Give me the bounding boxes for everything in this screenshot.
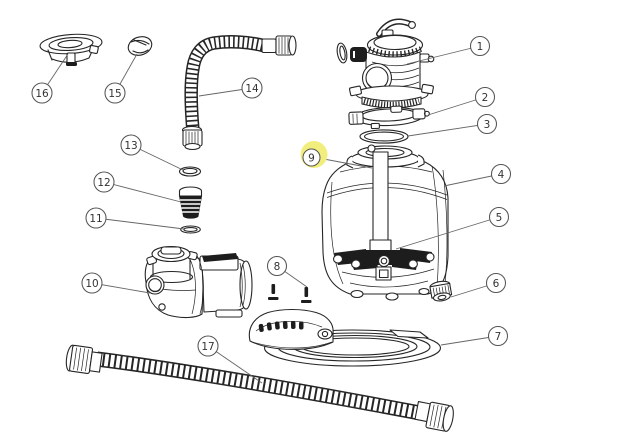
- part-threaded-adapter: [178, 186, 203, 219]
- callout-circle: [476, 113, 498, 135]
- part-cap: [127, 36, 153, 56]
- callout-6: 6: [450, 272, 507, 298]
- callout-1: 1: [406, 35, 491, 65]
- callout-circle: [241, 77, 263, 99]
- callout-circle: [485, 272, 507, 294]
- callout-number: 14: [245, 83, 259, 95]
- callout-circle: [487, 325, 509, 347]
- callout-12: 12: [93, 171, 182, 203]
- part-pump: [144, 245, 253, 319]
- hose-nut: [181, 125, 203, 151]
- part-lateral-assembly: [332, 248, 435, 281]
- part-base: [248, 308, 442, 367]
- callout-number: 15: [108, 88, 121, 100]
- callout-number: 16: [35, 88, 49, 100]
- callout-7: 7: [440, 325, 509, 347]
- callout-16: 16: [31, 53, 69, 104]
- screw: [301, 287, 312, 303]
- callout-circle: [120, 134, 142, 156]
- callout-11: 11: [85, 207, 185, 230]
- callout-number: 11: [89, 213, 102, 225]
- callout-number: 1: [477, 41, 484, 53]
- callout-circle: [474, 86, 496, 108]
- callout-circle: [302, 148, 321, 167]
- callout-9: 9: [300, 141, 373, 169]
- callout-circle: [85, 207, 107, 229]
- part-screws: [268, 284, 312, 303]
- valve-small-oring: [336, 42, 348, 64]
- part-flange-clamp: [348, 105, 430, 130]
- callout-circle: [490, 163, 512, 185]
- callout-2: 2: [427, 86, 496, 116]
- callout-circle: [81, 272, 103, 294]
- callout-number: 2: [482, 92, 489, 104]
- callout-circle: [31, 82, 53, 104]
- callout-10: 10: [81, 272, 151, 294]
- hose-nut: [65, 344, 103, 374]
- callout-3: 3: [407, 113, 498, 137]
- pump-strainer-pot: [146, 245, 198, 284]
- callout-number: 4: [498, 169, 505, 181]
- callout-number: 5: [496, 212, 503, 224]
- callout-circle: [104, 82, 126, 104]
- part-standpipe: [367, 144, 392, 254]
- valve-side-knob: [350, 47, 367, 62]
- callout-circle: [197, 335, 219, 357]
- callout-number: 9: [308, 153, 315, 165]
- part-small-oring: [180, 225, 201, 234]
- part-strainer-connector: [39, 33, 103, 66]
- callout-14: 14: [198, 77, 263, 99]
- part-drain-cap: [429, 280, 453, 302]
- callout-number: 3: [484, 119, 491, 131]
- part-tank-oring: [359, 129, 409, 144]
- valve-handle-knob: [408, 21, 416, 29]
- screw: [268, 284, 279, 300]
- callout-number: 6: [493, 278, 500, 290]
- callout-number: 13: [124, 140, 137, 152]
- callout-number: 17: [201, 341, 214, 353]
- callout-circle: [469, 35, 491, 57]
- callouts: 1 2 3 4 5 6 7: [31, 35, 512, 384]
- callout-13: 13: [120, 134, 184, 171]
- callout-5: 5: [395, 206, 510, 250]
- base-pump-mount: [248, 308, 334, 350]
- callout-15: 15: [104, 53, 138, 104]
- part-elbow-hose: [181, 35, 297, 151]
- part-washer: [178, 166, 202, 177]
- hose-sleeve: [261, 35, 297, 56]
- callout-number: 12: [97, 177, 110, 189]
- callout-circle: [266, 255, 288, 277]
- part-multiport-valve: [349, 18, 435, 117]
- callout-number: 10: [85, 278, 98, 290]
- callout-4: 4: [443, 163, 512, 187]
- callout-17: 17: [197, 335, 263, 384]
- callout-circle: [488, 206, 510, 228]
- callout-circle: [93, 171, 115, 193]
- callout-8: 8: [266, 255, 308, 288]
- callout-number: 8: [274, 261, 281, 273]
- part-long-hose: [65, 344, 454, 432]
- hose-nut: [414, 401, 454, 432]
- callout-number: 7: [495, 331, 502, 343]
